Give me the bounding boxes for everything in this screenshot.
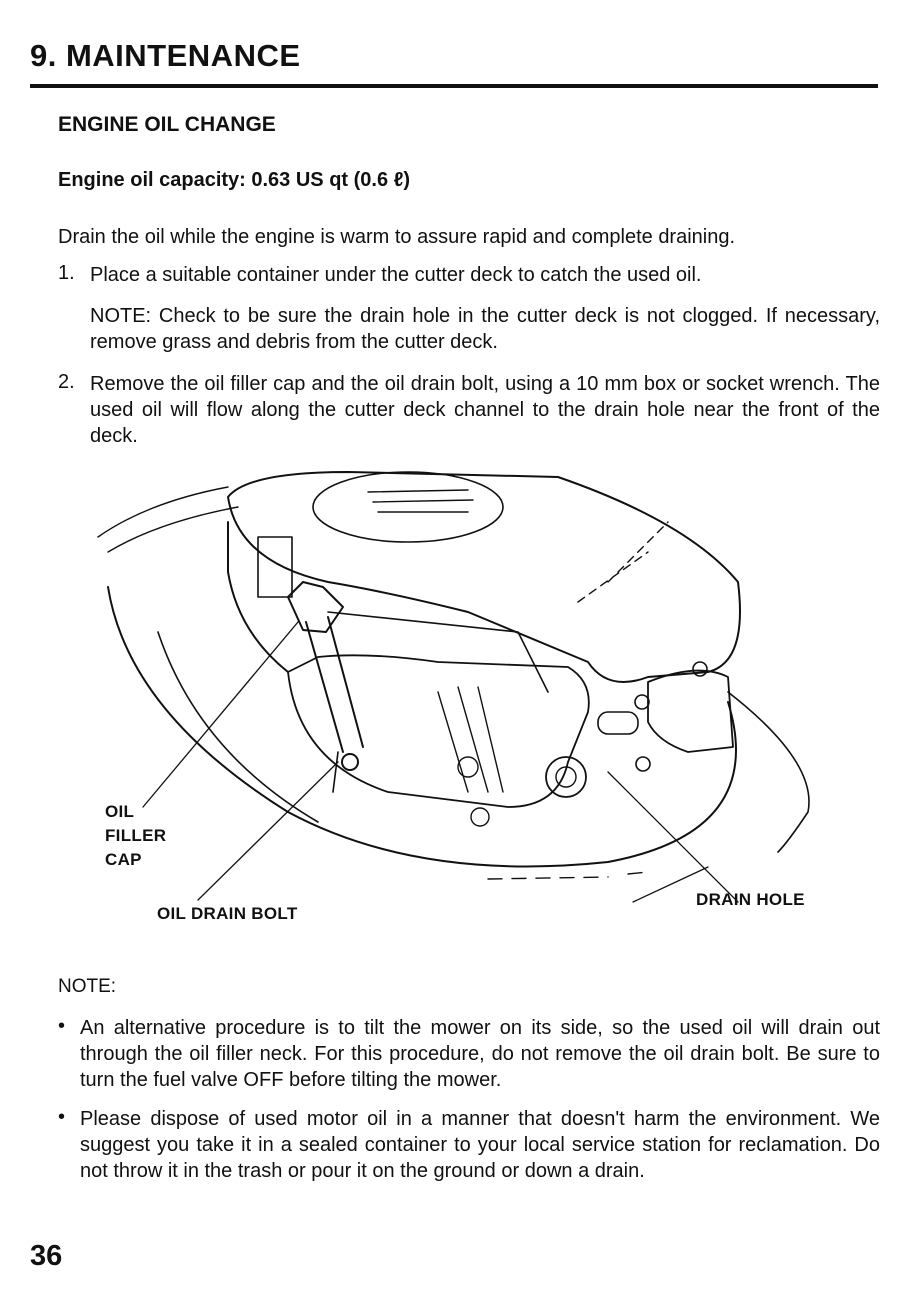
leader-oil-filler-cap — [142, 621, 299, 808]
label-oil-filler-cap-line-3: CAP — [105, 850, 142, 869]
engine-oil-drain-illustration — [97, 471, 810, 903]
title-divider — [30, 84, 878, 88]
leader-oil-drain-bolt — [197, 761, 339, 901]
step-1-note: NOTE: Check to be sure the drain hole in… — [90, 305, 880, 353]
leader-drain-hole — [607, 771, 739, 903]
step-2-number: 2. — [58, 371, 75, 393]
label-drain-hole: DRAIN HOLE — [696, 890, 805, 909]
cutter-deck-outline — [107, 586, 737, 868]
oil-filler-tube — [305, 616, 364, 753]
oil-capacity-spec: Engine oil capacity: 0.63 US qt (0.6 ℓ) — [58, 169, 411, 191]
engine-shroud — [227, 471, 741, 683]
oil-filler-cap-shape — [287, 581, 344, 633]
section-heading: ENGINE OIL CHANGE — [58, 113, 276, 136]
label-oil-drain-bolt: OIL DRAIN BOLT — [157, 904, 298, 923]
step-1-text: Place a suitable container under the cut… — [90, 264, 702, 286]
crankcase — [287, 654, 590, 808]
label-oil-filler-cap-line-2: FILLER — [105, 826, 167, 845]
bullet-icon: • — [58, 1015, 66, 1037]
note-heading: NOTE: — [58, 976, 117, 997]
intro-paragraph: Drain the oil while the engine is warm t… — [58, 226, 736, 248]
label-oil-filler-cap-line-1: OIL — [105, 802, 135, 821]
page-number: 36 — [30, 1240, 63, 1272]
label-oil-filler-cap: OIL FILLER CAP — [105, 800, 166, 872]
step-2-text: Remove the oil filler cap and the oil dr… — [90, 373, 880, 447]
note-item-2: Please dispose of used motor oil in a ma… — [80, 1108, 880, 1182]
step-1-number: 1. — [58, 262, 75, 284]
chapter-title: 9. MAINTENANCE — [30, 38, 301, 73]
bullet-icon: • — [58, 1106, 66, 1128]
note-item-1: An alternative procedure is to tilt the … — [80, 1017, 880, 1091]
